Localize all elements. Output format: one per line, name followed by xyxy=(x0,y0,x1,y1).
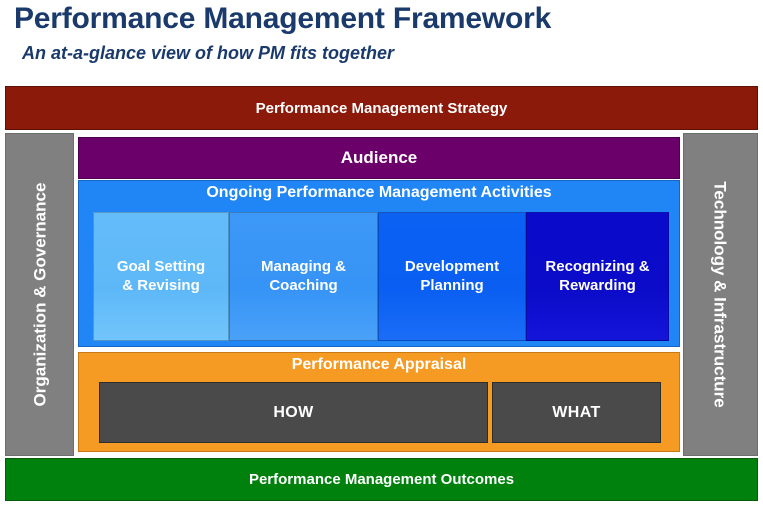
header: Performance Management Framework An at-a… xyxy=(0,0,763,82)
framework-middle-row: Organization & Governance Audience Ongoi… xyxy=(5,133,758,456)
page-subtitle: An at-a-glance view of how PM fits toget… xyxy=(22,43,395,63)
outcomes-band: Performance Management Outcomes xyxy=(5,458,758,501)
activity-box-group: Goal Setting & Revising Managing & Coach… xyxy=(93,212,669,341)
activity-box-recognizing-rewarding: Recognizing & Rewarding xyxy=(526,212,669,341)
audience-band: Audience xyxy=(78,137,680,179)
appraisal-box-what: WHAT xyxy=(492,382,661,443)
right-pillar-label: Technology & Infrastructure xyxy=(711,181,731,408)
left-pillar-label: Organization & Governance xyxy=(30,182,50,407)
left-pillar-organization-governance: Organization & Governance xyxy=(5,133,74,456)
ongoing-activities-panel: Ongoing Performance Management Activitie… xyxy=(78,180,680,347)
page-title: Performance Management Framework xyxy=(14,2,552,35)
activity-box-goal-setting: Goal Setting & Revising xyxy=(93,212,229,341)
right-pillar-technology-infrastructure: Technology & Infrastructure xyxy=(683,133,758,456)
performance-appraisal-panel: Performance Appraisal HOW WHAT xyxy=(78,352,680,452)
center-stack: Audience Ongoing Performance Management … xyxy=(74,133,683,456)
ongoing-activities-title: Ongoing Performance Management Activitie… xyxy=(206,184,552,201)
activity-box-managing-coaching: Managing & Coaching xyxy=(229,212,378,341)
activity-box-development-planning: Development Planning xyxy=(378,212,526,341)
appraisal-box-group: HOW WHAT xyxy=(99,382,661,443)
performance-appraisal-title: Performance Appraisal xyxy=(291,356,467,373)
appraisal-box-how: HOW xyxy=(99,382,488,443)
strategy-band: Performance Management Strategy xyxy=(5,86,758,130)
